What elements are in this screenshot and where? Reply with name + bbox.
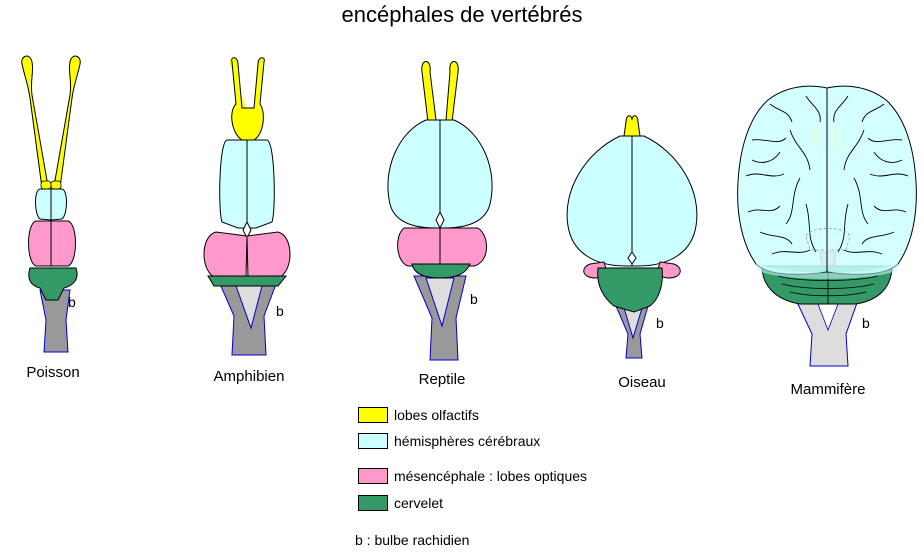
amphibien-hemisphere-left [219, 139, 248, 229]
legend-swatch-cerebellum [358, 495, 388, 511]
amphibien-hemisphere-right [246, 139, 275, 229]
mammifere-olfactory-tracts [814, 128, 838, 150]
mammifere-hemisphere-right [826, 85, 917, 275]
medulla-note: b : bulbe rachidien [355, 532, 470, 548]
reptile-label: Reptile [419, 371, 466, 388]
oiseau-hemisphere-right [631, 135, 698, 267]
oiseau-hemisphere-left [566, 135, 633, 267]
poisson-optic-right [50, 220, 76, 267]
amphibien-label: Amphibien [214, 368, 285, 385]
mammifere-label: Mammifère [790, 381, 865, 398]
amphibien-optic-left [203, 231, 248, 279]
poisson-hemisphere-right [50, 188, 67, 221]
brain-oiseau: b Oiseau [566, 115, 698, 391]
brain-amphibien: b Amphibien [203, 57, 291, 385]
mammifere-medulla-label: b [862, 315, 870, 331]
legend-label-olfactory: lobes olfactifs [394, 407, 479, 423]
poisson-olfactory-left [21, 55, 49, 189]
reptile-cerebellum [411, 263, 471, 279]
reptile-optic-right [439, 227, 487, 267]
reptile-hemisphere-right [439, 119, 493, 229]
mammifere-hemisphere-left [737, 85, 828, 275]
poisson-medulla [39, 289, 71, 353]
poisson-optic-left [28, 220, 52, 267]
oiseau-medulla-label: b [656, 315, 664, 331]
legend-swatch-hemispheres [358, 433, 388, 449]
mammifere-cerebellum-folia [777, 268, 879, 304]
poisson-hemisphere-left [35, 188, 52, 221]
legend-item-hemispheres: hémisphères cérébraux [358, 433, 540, 449]
poisson-olfactory-right [53, 55, 81, 189]
oiseau-label: Oiseau [618, 374, 666, 391]
poisson-medulla-label: b [68, 294, 76, 310]
legend-swatch-optic [358, 468, 388, 484]
amphibien-cerebellum [207, 275, 288, 287]
amphibien-olfactory [231, 57, 265, 141]
legend-item-cerebellum: cervelet [358, 495, 443, 511]
mammifere-hemisphere-rear [756, 262, 898, 279]
poisson-label: Poisson [26, 364, 79, 381]
brain-reptile: b Reptile [387, 61, 493, 388]
oiseau-diencephalon [627, 251, 637, 265]
mammifere-gyri-left [745, 95, 821, 255]
poisson-olfactory-bulb-right [50, 180, 62, 190]
mammifere-gyri-right [833, 95, 909, 255]
brain-mammifere: b Mammifère [737, 85, 917, 398]
oiseau-olfactory [623, 115, 641, 137]
brain-poisson: b Poisson [21, 55, 81, 381]
reptile-hemisphere-left [387, 119, 441, 229]
poisson-olfactory-bulb-left [40, 180, 52, 190]
reptile-olfactory [421, 61, 459, 123]
legend-label-cerebellum: cervelet [394, 495, 444, 511]
legend-item-optic: mésencéphale : lobes optiques [358, 468, 587, 484]
legend-swatch-olfactory [358, 407, 388, 423]
poisson-cerebellum [28, 267, 78, 301]
diagram-title: encéphales de vertébrés [341, 2, 583, 27]
amphibien-optic-right [246, 231, 291, 279]
legend-label-hemispheres: hémisphères cérébraux [394, 433, 541, 449]
amphibien-medulla-label: b [276, 303, 284, 319]
reptile-optic-left [397, 227, 441, 267]
legend-label-optic: mésencéphale : lobes optiques [394, 468, 588, 484]
legend-item-olfactory: lobes olfactifs [358, 407, 479, 423]
mammifere-dashed-outline [805, 228, 851, 251]
oiseau-cerebellum [597, 267, 663, 313]
reptile-medulla-label: b [470, 291, 478, 307]
